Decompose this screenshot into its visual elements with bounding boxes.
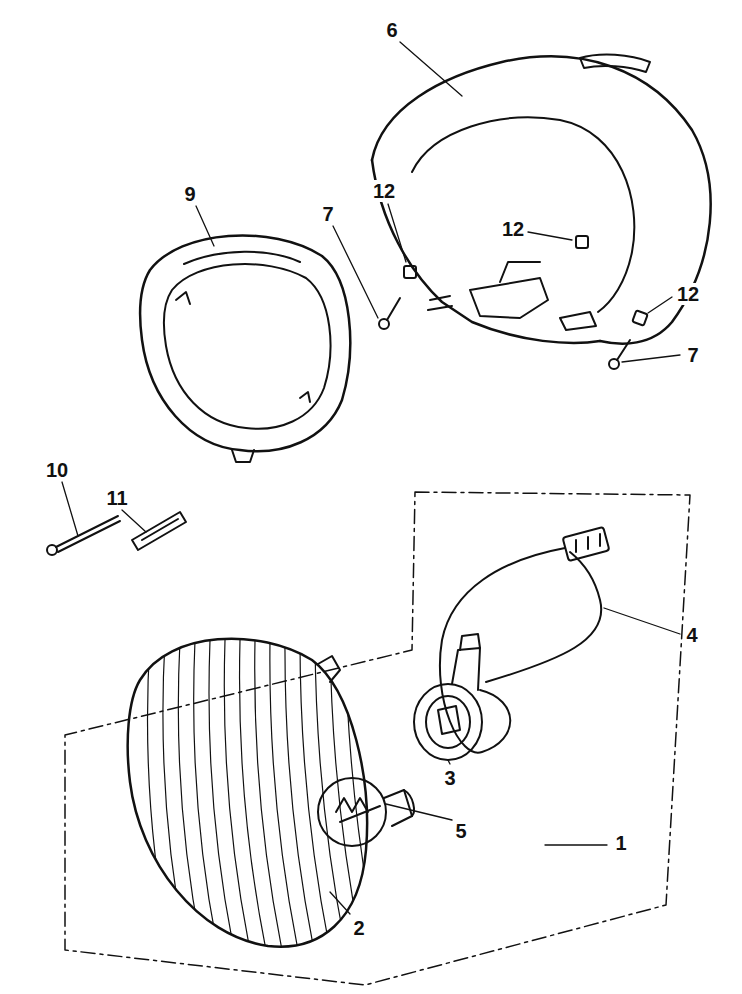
assembly-boundary (65, 492, 690, 985)
bulb (318, 778, 414, 846)
callout-number: 2 (351, 917, 366, 939)
bolt (47, 516, 120, 555)
callout-number: 6 (384, 19, 399, 41)
clip-nut (632, 310, 647, 325)
callout-number: 4 (684, 624, 699, 646)
callout-number: 7 (320, 203, 335, 225)
callout-number: 1 (613, 832, 628, 854)
callout-number: 10 (44, 459, 70, 481)
callout-number: 12 (500, 218, 526, 240)
screw (609, 340, 630, 369)
leader-lines (62, 42, 680, 914)
callout-number: 12 (675, 283, 701, 305)
callout-number: 9 (182, 183, 197, 205)
harness (440, 527, 609, 753)
housing (372, 55, 711, 344)
callout-number: 3 (442, 767, 457, 789)
lens (128, 639, 378, 950)
callout-number: 12 (371, 180, 397, 202)
sleeve (132, 512, 186, 550)
callout-number: 11 (104, 487, 129, 509)
callout-number: 5 (453, 820, 468, 842)
callout-number: 7 (685, 344, 700, 366)
rim (140, 235, 350, 462)
clip-nut (404, 266, 416, 278)
screw (379, 298, 400, 329)
clip-nut (576, 236, 588, 248)
socket (414, 634, 482, 760)
